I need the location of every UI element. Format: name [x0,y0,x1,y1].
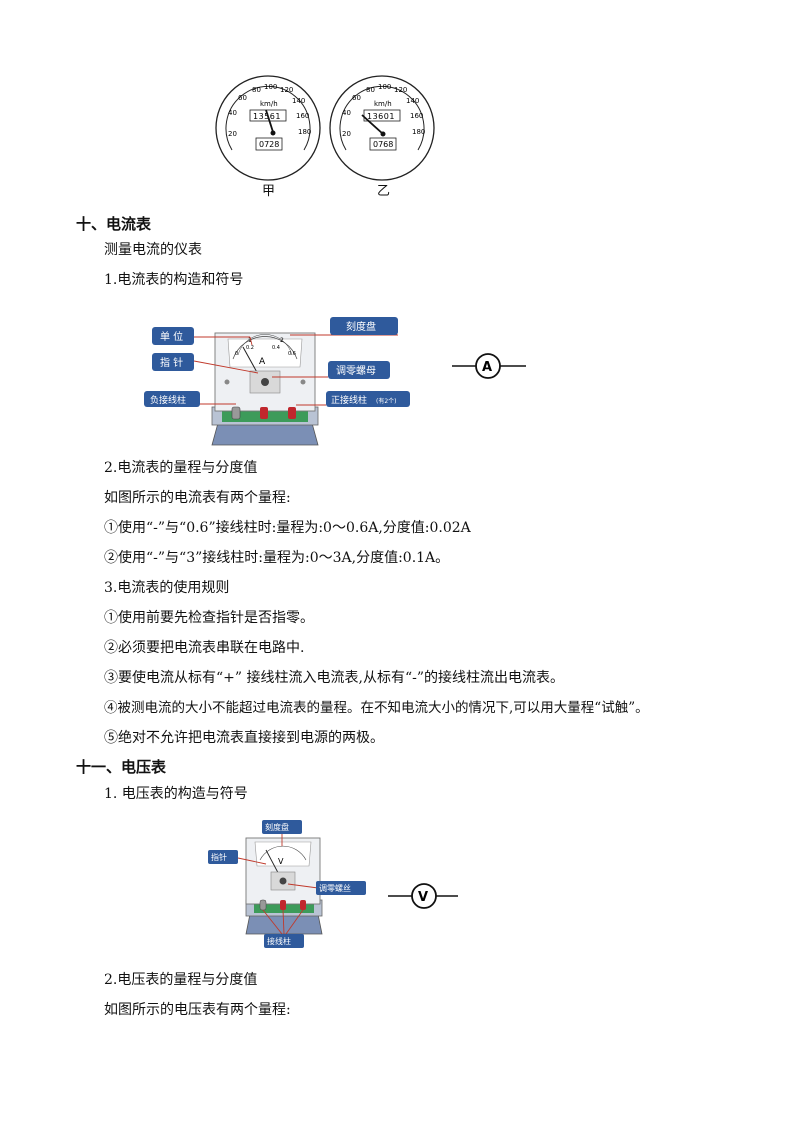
left-trip: 0728 [259,140,279,149]
right-tick-140: 140 [406,97,419,105]
ammeter-range-2: ②使用“-”与“3”接线柱时:量程为:0～3A,分度值:0.1A。 [104,550,450,566]
left-needle [265,109,274,133]
ammeter-rule-1: ①使用前要先检查指针是否指零。 [104,610,314,626]
left-tick-180: 180 [298,128,311,136]
speedometer-right: 20 40 60 80 100 120 140 160 180 km/h 136… [329,75,435,181]
ammeter-rule-2: ②必须要把电流表串联在电路中. [104,640,305,656]
label-zero-nut: 调零螺母 [328,361,390,379]
svg-text:正接线柱: 正接线柱 [331,394,367,406]
ammeter-tick-06: 0.6 [288,351,296,357]
section-11-sub1: 1. 电压表的构造与符号 [104,786,248,802]
svg-text:指 针: 指 针 [160,356,183,369]
label-pointer: 指针 [208,850,238,864]
ammeter-rule-3: ③要使电流从标有“+” 接线柱流入电流表,从标有“-”的接线柱流出电流表。 [104,670,564,686]
left-tick-120: 120 [280,86,293,94]
right-tick-60: 60 [352,94,361,102]
left-odometer: 13561 [253,112,281,121]
left-tick-40: 40 [228,109,237,117]
section-10-intro: 测量电流的仪表 [104,242,202,258]
voltmeter-figure: V 刻度盘 指针 调零螺丝 接线柱 V [208,820,458,948]
svg-text:负接线柱: 负接线柱 [150,394,186,406]
section-10-sub2: 2.电流表的量程与分度值 [104,460,258,476]
left-tick-60: 60 [238,94,247,102]
svg-text:A: A [482,360,492,375]
label-positive-terminal: 正接线柱 (有2个) [326,391,410,407]
section-10-sub3: 3.电流表的使用规则 [104,580,230,596]
left-tick-100: 100 [264,83,277,91]
label-pointer: 指 针 [152,353,194,371]
svg-text:调零螺丝: 调零螺丝 [319,883,351,893]
label-terminal: 接线柱 [264,934,304,948]
left-tick-140: 140 [292,97,305,105]
left-tick-160: 160 [296,112,309,120]
ammeter-symbol: A [452,353,526,379]
svg-text:V: V [418,890,428,905]
right-tick-100: 100 [378,83,391,91]
right-tick-20: 20 [342,130,351,138]
section-10-heading: 十、电流表 [76,215,152,233]
label-scale: 刻度盘 [262,820,302,834]
label-negative-terminal: 负接线柱 [144,391,200,407]
left-unit: km/h [260,100,278,108]
ammeter-rule-5: ⑤绝对不允许把电流表直接接到电源的两极。 [104,730,384,746]
caption-jia: 甲 [262,184,276,199]
right-tick-180: 180 [412,128,425,136]
speedometer-figure: 20 40 60 80 100 120 140 160 180 km/h 135… [215,75,435,181]
voltmeter-dial-letter: V [278,857,284,866]
ammeter-dial-letter: A [259,357,266,367]
right-tick-160: 160 [410,112,423,120]
svg-text:接线柱: 接线柱 [267,936,291,946]
speedometer-left: 20 40 60 80 100 120 140 160 180 km/h 135… [215,75,321,181]
section-11-sub2: 2.电压表的量程与分度值 [104,972,258,988]
right-tick-80: 80 [366,86,375,94]
section-11-heading: 十一、电压表 [76,758,167,776]
right-tick-40: 40 [342,109,351,117]
ammeter-figure: 1 2 0 0.2 0.4 0.6 A 单 位 刻度盘 指 针 调零螺母 负接线… [144,317,526,446]
voltmeter-range-intro: 如图所示的电压表有两个量程: [104,1002,291,1018]
section-10-sub1: 1.电流表的构造和符号 [104,272,244,288]
ammeter-rule-4: ④被测电流的大小不能超过电流表的量程。在不知电流大小的情况下,可以用大量程“试触… [104,700,649,716]
svg-text:刻度盘: 刻度盘 [265,822,289,832]
left-tick-20: 20 [228,130,237,138]
right-odometer: 13601 [367,112,395,121]
ammeter-tick-0: 0 [235,351,238,357]
ammeter-tick-02: 0.2 [246,345,254,351]
right-tick-120: 120 [394,86,407,94]
ammeter-range-intro: 如图所示的电流表有两个量程: [104,490,291,506]
svg-text:指针: 指针 [211,852,227,862]
ammeter-tick-1: 1 [248,337,252,344]
voltmeter-symbol: V [388,883,458,909]
ammeter-tick-2: 2 [280,337,284,344]
ammeter-range-1: ①使用“-”与“0.6”接线柱时:量程为:0～0.6A,分度值:0.02A [104,520,471,536]
svg-text:刻度盘: 刻度盘 [346,320,376,333]
ammeter-tick-04: 0.4 [272,345,280,351]
label-unit: 单 位 [152,327,194,345]
svg-text:(有2个): (有2个) [376,397,397,405]
left-tick-80: 80 [252,86,261,94]
svg-text:单 位: 单 位 [160,330,183,343]
right-trip: 0768 [373,140,393,149]
label-zero-screw: 调零螺丝 [316,881,366,895]
svg-text:调零螺母: 调零螺母 [336,365,376,377]
caption-yi: 乙 [377,184,391,199]
label-scale: 刻度盘 [330,317,398,335]
right-unit: km/h [374,100,392,108]
right-needle [361,114,384,135]
